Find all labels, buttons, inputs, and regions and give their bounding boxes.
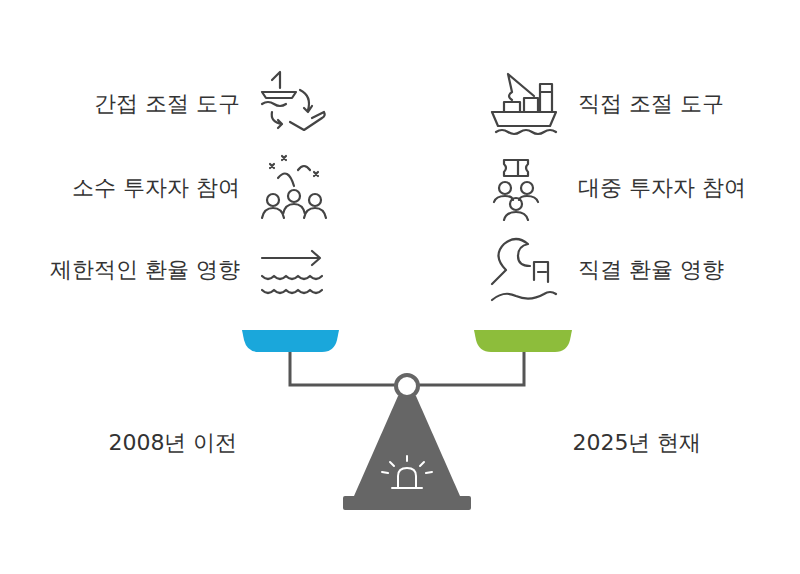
balance-base — [343, 496, 471, 510]
limited-impact-icon — [262, 251, 322, 293]
direct-impact-icon — [492, 239, 556, 300]
feature-label: 대중 투자자 참여 — [578, 175, 746, 201]
indirect-tool-icon — [262, 72, 325, 130]
feature-label: 직접 조절 도구 — [578, 91, 724, 117]
feature-label: 소수 투자자 참여 — [72, 175, 240, 201]
left-pan — [242, 330, 339, 352]
period-label: 2025년 현재 — [573, 430, 702, 456]
few-investors-icon — [262, 156, 326, 218]
feature-label: 직결 환율 영향 — [578, 257, 724, 283]
public-investors-icon — [494, 160, 538, 220]
period-label: 2008년 이전 — [109, 430, 238, 456]
balance-stand — [354, 396, 460, 496]
lamp-symbol — [382, 456, 432, 488]
right-pan — [474, 330, 572, 352]
feature-label: 간접 조절 도구 — [94, 91, 240, 117]
feature-label: 제한적인 환율 영향 — [50, 257, 240, 283]
balance-pivot — [396, 375, 418, 397]
direct-tool-icon — [492, 74, 556, 134]
